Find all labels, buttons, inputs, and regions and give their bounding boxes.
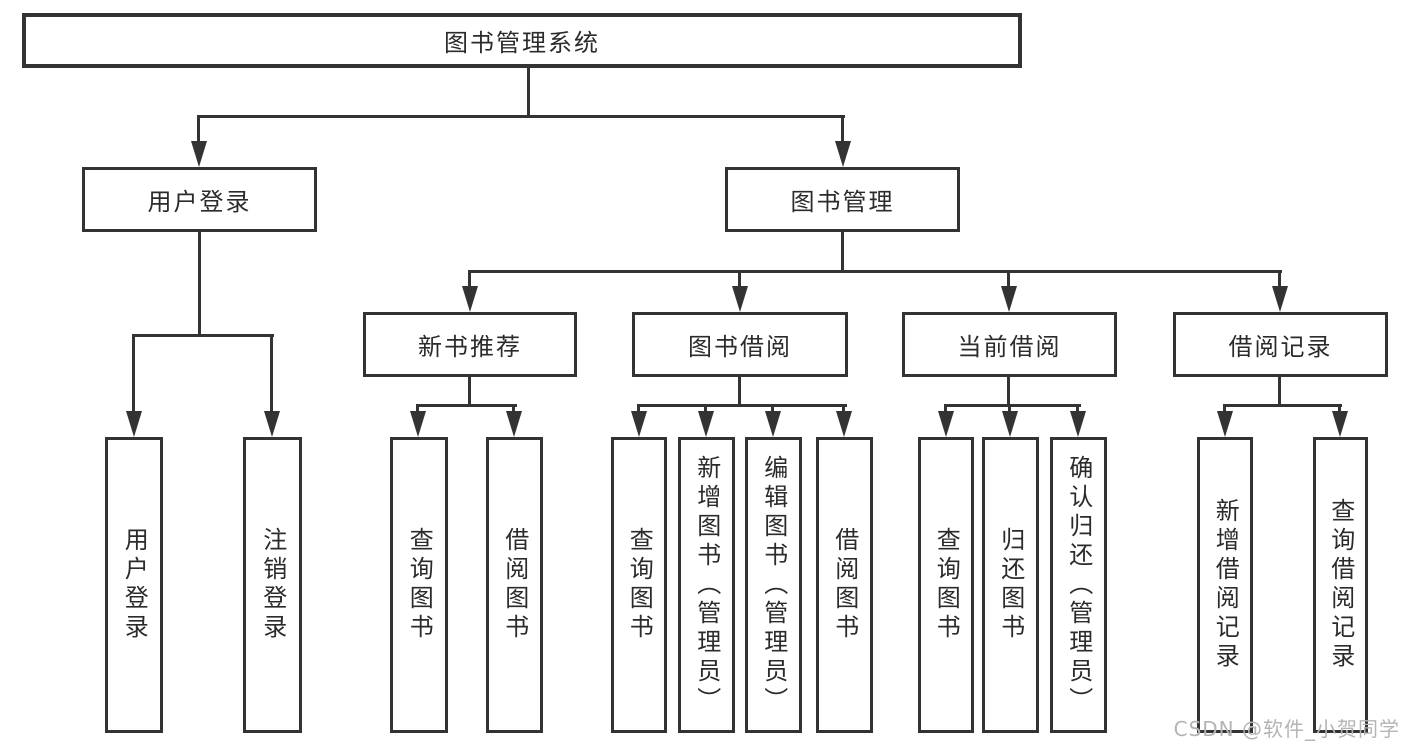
connector-line	[527, 68, 530, 117]
arrowhead	[462, 286, 478, 312]
arrowhead	[264, 411, 280, 437]
arrowhead	[1002, 411, 1018, 437]
leaf-query-books-borrow: 查询图书	[611, 437, 667, 733]
arrowhead	[698, 411, 714, 437]
leaf-user-login: 用户登录	[105, 437, 163, 733]
connector-line	[1223, 406, 1226, 414]
connector-line	[738, 272, 741, 288]
node-new-book-recommend: 新书推荐	[363, 312, 577, 377]
arrowhead	[1272, 286, 1288, 312]
arrowhead	[938, 411, 954, 437]
leaf-add-book-admin: 新增图书（管理员）	[678, 437, 735, 733]
leaf-label: 确认归还（管理员）	[1064, 454, 1093, 716]
connector-line	[468, 270, 1282, 273]
connector-line	[1007, 272, 1010, 288]
connector-line	[197, 115, 845, 118]
leaf-borrow-books-recommend: 借阅图书	[486, 437, 543, 733]
arrowhead	[410, 411, 426, 437]
connector-line	[512, 406, 515, 414]
leaf-label: 查询图书	[625, 527, 654, 643]
arrowhead	[126, 411, 142, 437]
connector-line	[841, 232, 844, 272]
connector-line	[270, 336, 273, 414]
connector-line	[1278, 377, 1281, 406]
leaf-label: 查询借阅记录	[1326, 498, 1355, 672]
arrowhead	[191, 141, 207, 167]
arrowhead	[631, 411, 647, 437]
node-book-management: 图书管理	[725, 167, 960, 232]
arrowhead	[732, 286, 748, 312]
connector-line	[416, 406, 419, 414]
watermark: CSDN @软件_小贺同学	[1173, 717, 1400, 741]
connector-line	[944, 406, 947, 414]
connector-line	[198, 232, 201, 336]
leaf-label: 归还图书	[996, 527, 1025, 643]
leaf-label: 新增借阅记录	[1211, 498, 1240, 672]
node-label: 用户登录	[147, 188, 252, 216]
leaf-logout: 注销登录	[243, 437, 302, 733]
connector-line	[637, 404, 847, 407]
node-label: 图书管理	[790, 188, 895, 216]
node-user-login: 用户登录	[82, 167, 317, 232]
connector-line	[468, 377, 471, 406]
connector-line	[1008, 406, 1011, 414]
leaf-label: 借阅图书	[830, 527, 859, 643]
arrowhead	[1332, 411, 1348, 437]
connector-line	[1338, 406, 1341, 414]
connector-line	[771, 406, 774, 414]
node-label: 新书推荐	[418, 333, 522, 361]
connector-line	[944, 404, 1081, 407]
leaf-add-borrow-record: 新增借阅记录	[1197, 437, 1253, 733]
connector-line	[637, 406, 640, 414]
leaf-label: 借阅图书	[500, 527, 529, 643]
leaf-label: 用户登录	[120, 527, 149, 643]
leaf-edit-book-admin: 编辑图书（管理员）	[745, 437, 802, 733]
leaf-confirm-return-admin: 确认归还（管理员）	[1050, 437, 1107, 733]
leaf-return-books: 归还图书	[982, 437, 1039, 733]
leaf-label: 注销登录	[258, 527, 287, 643]
node-current-borrow: 当前借阅	[902, 312, 1117, 377]
leaf-query-books-current: 查询图书	[918, 437, 974, 733]
leaf-label: 编辑图书（管理员）	[759, 454, 788, 716]
leaf-label: 新增图书（管理员）	[692, 454, 721, 716]
connector-line	[841, 117, 844, 145]
leaf-borrow-books: 借阅图书	[816, 437, 873, 733]
leaf-label: 查询图书	[932, 527, 961, 643]
node-book-borrow: 图书借阅	[632, 312, 848, 377]
node-label: 借阅记录	[1228, 333, 1333, 361]
connector-line	[468, 272, 471, 288]
node-label: 图书管理系统	[444, 29, 600, 57]
arrowhead	[835, 141, 851, 167]
leaf-query-borrow-record: 查询借阅记录	[1313, 437, 1368, 733]
connector-line	[704, 406, 707, 414]
connector-line	[842, 406, 845, 414]
arrowhead	[1070, 411, 1086, 437]
connector-line	[197, 117, 200, 145]
arrowhead	[1217, 411, 1233, 437]
connector-line	[1007, 377, 1010, 406]
connector-line	[1223, 404, 1342, 407]
leaf-query-books-recommend: 查询图书	[390, 437, 448, 733]
node-borrow-records: 借阅记录	[1173, 312, 1388, 377]
node-label: 当前借阅	[957, 333, 1062, 361]
arrowhead	[836, 411, 852, 437]
connector-line	[416, 404, 517, 407]
connector-line	[738, 377, 741, 406]
connector-line	[132, 336, 135, 414]
arrowhead	[1001, 286, 1017, 312]
node-root: 图书管理系统	[22, 13, 1022, 68]
connector-line	[1278, 272, 1281, 288]
leaf-label: 查询图书	[405, 527, 434, 643]
arrowhead	[506, 411, 522, 437]
arrowhead	[765, 411, 781, 437]
connector-line	[1076, 406, 1079, 414]
node-label: 图书借阅	[688, 333, 792, 361]
connector-line	[132, 334, 274, 337]
